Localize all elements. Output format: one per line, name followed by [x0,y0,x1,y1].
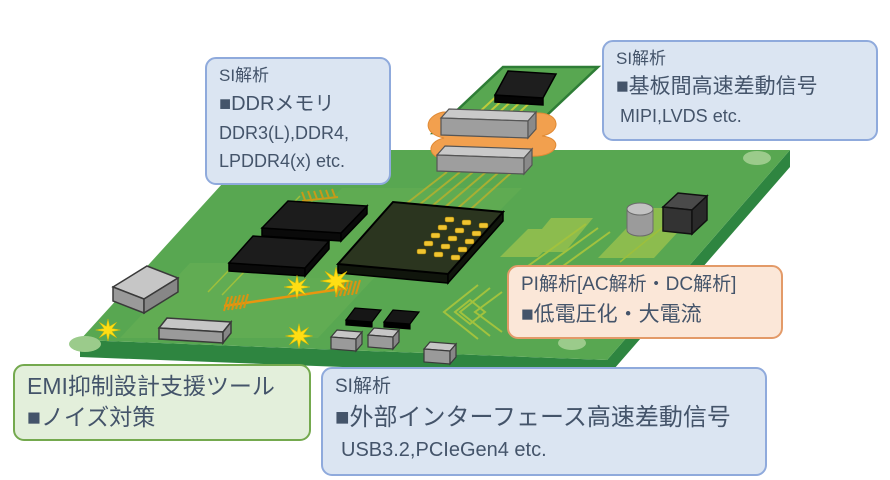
callout-si-external-interface: SI解析 ■外部インターフェース高速差動信号 USB3.2,PCIeGen4 e… [321,367,767,476]
mounting-hole [69,336,101,352]
callout-emi-tool: EMI抑制設計支援ツール ■ノイズ対策 [13,364,311,441]
callout-bullet: ■ノイズ対策 [27,404,156,430]
callout-bullet: ■低電圧化・大電流 [521,303,702,326]
connector-bar [157,317,233,346]
soc-gold-pads [416,216,489,261]
callout-si-ddr: SI解析 ■DDRメモリ DDR3(L),DDR4, LPDDR4(x) etc… [205,57,391,185]
mounting-hole [743,151,771,165]
ddr-chip-1 [260,200,369,243]
callout-detail: LPDDR4(x) etc. [219,151,346,171]
inductor-cube [661,192,709,236]
callout-title: SI解析 [335,376,391,397]
mounting-hole [558,336,586,350]
soc-chip [335,200,506,285]
callout-si-board-to-board: SI解析 ■基板間高速差動信号 MIPI,LVDS etc. [602,40,878,141]
callout-title: SI解析 [219,66,270,85]
flex-connector-top [439,108,538,140]
ddr-chip-2 [227,235,331,278]
callout-detail: DDR3(L),DDR4, [219,123,350,143]
callout-bullet: ■DDRメモリ [219,93,335,115]
callout-title: EMI抑制設計支援ツール [27,373,275,399]
small-chip-2 [382,309,421,330]
daughter-board-chip [493,70,558,106]
noise-burst-icon [284,323,314,349]
callout-pi-analysis: PI解析[AC解析・DC解析] ■低電圧化・大電流 [507,265,783,339]
capacitor-cylinder [626,202,654,237]
noise-burst-icon [319,266,353,296]
power-plane [523,218,593,252]
small-chip-1 [344,307,383,328]
callout-title: SI解析 [616,49,667,68]
callout-detail: MIPI,LVDS etc. [620,106,742,126]
gray-component-1 [329,329,364,353]
gray-component-2 [366,327,401,351]
gold-pad-comb [301,188,339,202]
daughter-board-assembly [427,65,602,176]
shield-can [111,265,180,315]
mounting-holes [69,151,771,352]
noise-burst-icon [283,274,311,300]
callout-bullet: ■基板間高速差動信号 [616,75,818,98]
noise-burst-icon [95,318,121,342]
callout-title: PI解析[AC解析・DC解析] [521,274,737,295]
flex-connector-bottom [435,145,534,176]
callout-detail: USB3.2,PCIeGen4 etc. [341,439,547,461]
gray-component-3 [422,341,458,366]
callout-bullet: ■外部インターフェース高速差動信号 [335,404,731,431]
